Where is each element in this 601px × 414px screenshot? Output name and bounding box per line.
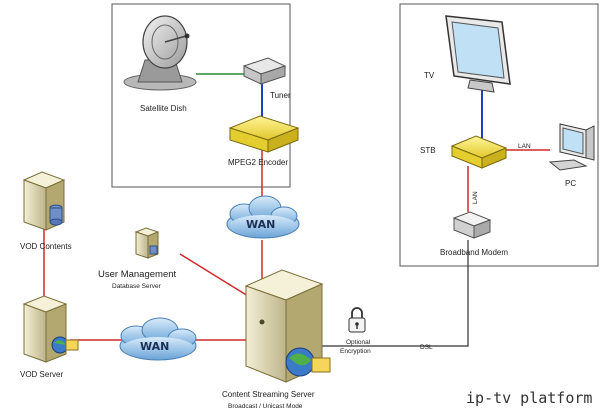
lan-modem-label: LAN [472,191,479,204]
database-server-label: Database Server [112,283,162,290]
vod-contents-label: VOD Contents [20,242,72,251]
pc-label: PC [565,179,576,188]
pc-icon [548,123,595,171]
lock-icon [348,307,366,333]
dsl-link [322,240,469,347]
broadband-modem-icon [452,211,492,239]
encryption-label: Encryption [340,348,371,355]
lan-pc-label: LAN [518,143,531,150]
streaming-server-label: Content Streaming Server [222,390,315,399]
wan-cloud-top-icon [226,195,300,239]
tuner-icon [242,57,287,85]
optional-label: Optional [346,339,371,346]
broadband-modem-label: Broadband Modem [440,248,508,257]
stb-label: STB [420,146,436,155]
subscriber-home-frame [399,3,599,267]
tv-label: TV [424,71,435,80]
wan-cloud-left-icon [119,317,197,361]
vod-contents-server-icon [22,171,66,231]
content-streaming-server-icon [244,269,331,383]
dsl-label: DSL [420,344,433,351]
wan-top-label: WAN [246,218,275,231]
user-management-label: User Management [98,269,177,280]
brand-watermark: ip-tv platform [466,389,592,407]
satellite-dish-icon [123,15,197,91]
satellite-dish-label: Satellite Dish [140,104,187,113]
broadcast-mode-label: Broadcast / Unicast Mode [228,403,303,410]
stb-icon [450,135,508,169]
tuner-label: Tuner [270,91,291,100]
usermgmt-server-link [179,253,249,297]
wan-left-label: WAN [140,340,169,353]
vod-server-icon [22,295,79,363]
encoder-icon [228,115,300,153]
user-management-server-icon [134,227,160,259]
tv-icon [445,15,511,93]
broadcast-source-frame [111,3,291,188]
vod-server-label: VOD Server [20,370,63,379]
encoder-label: MPEG2 Encoder [228,158,288,167]
